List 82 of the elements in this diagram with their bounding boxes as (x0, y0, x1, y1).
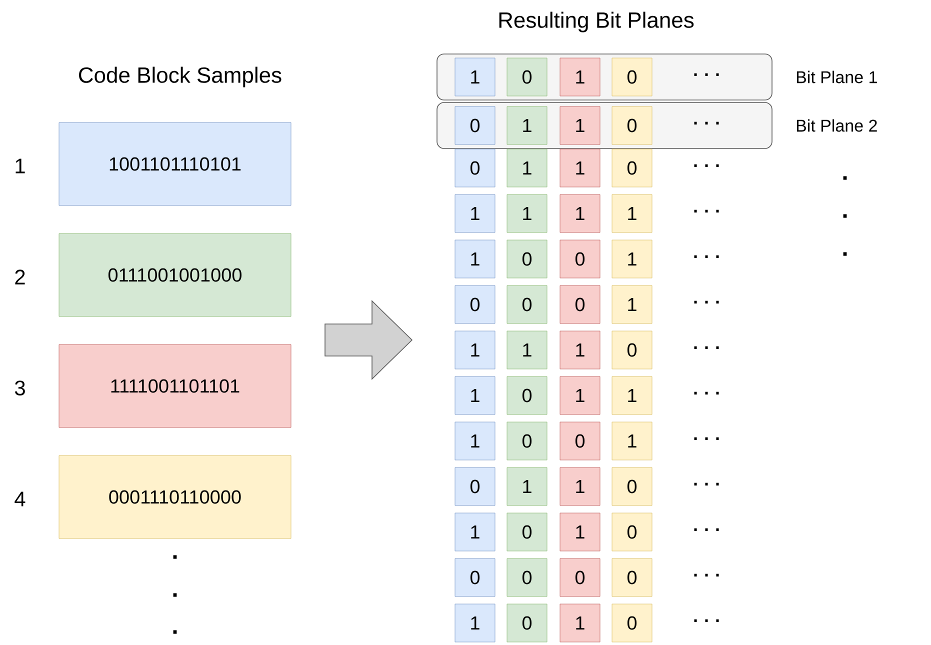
ellipsis: · · · (694, 392, 719, 394)
bit-cell: 0 (506, 558, 548, 597)
bit-cell: 0 (506, 604, 548, 642)
ellipsis-dot: . (843, 214, 847, 218)
bit-cell: 1 (454, 376, 496, 415)
bit-cell: 1 (454, 58, 496, 96)
bit-cell: 0 (454, 106, 496, 145)
bit-cell: 0 (506, 285, 548, 324)
ellipsis: · · · (694, 482, 719, 486)
bit-cell: 0 (454, 148, 496, 188)
ellipsis: · · · (694, 619, 719, 622)
bit-cell: 1 (612, 422, 652, 460)
ellipsis: · · · (694, 73, 719, 76)
bit-cell: 1 (560, 330, 600, 370)
bit-cell: 0 (612, 330, 652, 370)
bit-cell: 0 (454, 285, 496, 324)
bit-cell: 1 (560, 148, 600, 188)
bit-cell: 0 (454, 558, 496, 597)
bit-cell: 0 (560, 558, 600, 597)
bit-cell: 1 (560, 58, 600, 96)
bit-cell: 0 (612, 467, 652, 506)
sample-number: 3 (14, 380, 25, 396)
bit-cell: 1 (612, 240, 652, 278)
bit-cell: 0 (560, 422, 600, 460)
bit-cell: 1 (560, 467, 600, 506)
bit-cell: 0 (560, 285, 600, 324)
ellipsis: · · · (694, 255, 719, 258)
ellipsis: · · · (694, 574, 719, 576)
bit-cell: 1 (560, 194, 600, 233)
sample-box: 0111001001000 (58, 233, 292, 317)
sample-number: 2 (15, 270, 25, 284)
ellipsis-dot: . (843, 252, 847, 256)
bit-cell: 0 (612, 148, 652, 188)
bit-cell: 1 (612, 194, 652, 233)
bit-cell: 1 (612, 285, 652, 324)
bit-cell: 0 (612, 58, 652, 96)
bit-cell: 0 (612, 106, 652, 145)
sample-box: 1001101110101 (58, 122, 292, 206)
sample-number: 4 (14, 492, 26, 506)
bit-cell: 1 (506, 467, 548, 506)
sample-number: 1 (16, 158, 25, 174)
bit-cell: 1 (506, 106, 548, 145)
ellipsis: · · · (694, 437, 719, 440)
ellipsis: · · · (694, 164, 719, 167)
bit-cell: 0 (506, 240, 548, 278)
bit-cell: 1 (560, 106, 600, 145)
ellipsis: · · · (694, 528, 719, 531)
sample-box: 0001110110000 (58, 455, 292, 539)
bit-cell: 1 (454, 330, 496, 370)
bit-cell: 0 (506, 58, 548, 96)
bit-cell: 1 (506, 330, 548, 370)
bit-cell: 1 (506, 148, 548, 188)
bit-cell: 1 (560, 512, 600, 552)
bit-cell: 1 (506, 194, 548, 233)
heading: Resulting Bit Planes (499, 12, 694, 32)
bit-cell: 0 (506, 422, 548, 460)
bit-cell: 1 (454, 604, 496, 642)
bit-cell: 1 (454, 240, 496, 278)
bit-cell: 1 (560, 376, 600, 415)
bit-cell: 0 (612, 558, 652, 597)
plane-label: Bit Plane 2 (796, 119, 877, 132)
ellipsis: · · · (694, 346, 719, 349)
ellipsis-dot: . (173, 630, 177, 634)
ellipsis-dot: . (843, 176, 847, 180)
bit-cell: 0 (612, 512, 652, 552)
bit-cell: 0 (506, 376, 548, 415)
sample-box: 1111001101101 (58, 344, 292, 428)
bit-cell: 0 (612, 604, 652, 642)
plane-label: Bit Plane 1 (796, 70, 877, 84)
heading: Code Block Samples (79, 66, 282, 88)
ellipsis: · · · (694, 300, 719, 304)
ellipsis: · · · (694, 122, 719, 124)
bit-cell: 1 (454, 194, 496, 233)
bit-cell: 0 (560, 240, 600, 278)
bit-cell: 1 (454, 422, 496, 460)
ellipsis-dot: . (173, 593, 177, 597)
bit-cell: 0 (506, 512, 548, 552)
ellipsis: · · · (694, 210, 719, 212)
bit-cell: 1 (454, 512, 496, 552)
bit-cell: 1 (560, 604, 600, 642)
bit-cell: 0 (454, 467, 496, 506)
bit-cell: 1 (612, 376, 652, 415)
